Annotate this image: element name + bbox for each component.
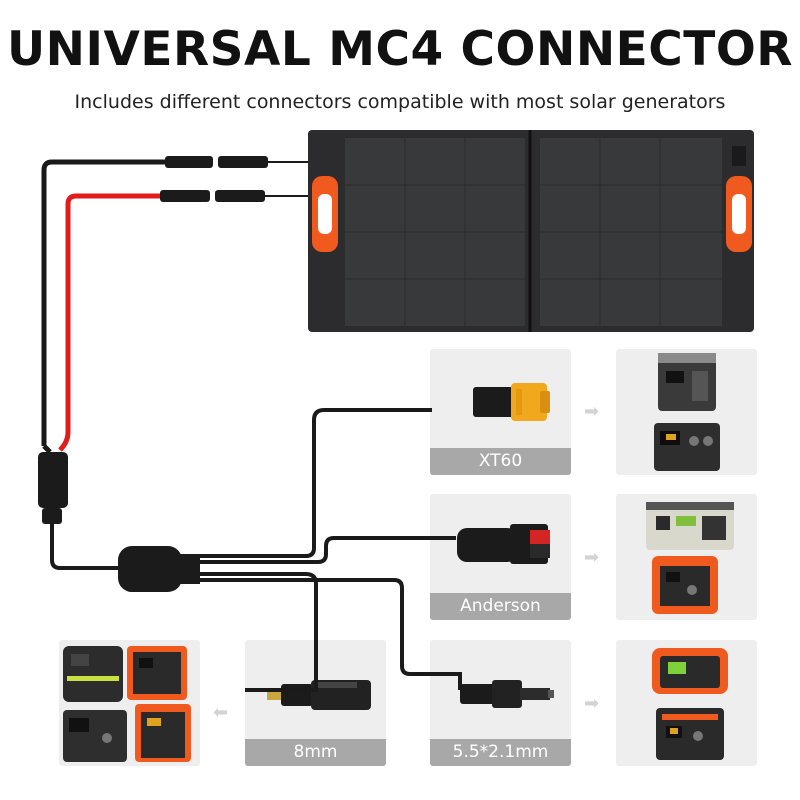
anderson-connector-icon [457, 524, 550, 564]
mc4-connector-pair-top [165, 156, 308, 168]
anderson-label: Anderson [430, 593, 571, 620]
dc-8mm-label: 8mm [245, 739, 386, 766]
solar-panel [308, 130, 754, 332]
generator-photo-card-5521 [616, 640, 757, 766]
generator-photo-card-8mm [59, 640, 200, 766]
cable-red-mc4 [58, 193, 160, 452]
page-subtitle: Includes different connectors compatible… [74, 91, 726, 113]
dc-5521-card: 5.5*2.1mm [430, 640, 571, 766]
cable-main [50, 524, 120, 570]
dc-5521-label: 5.5*2.1mm [430, 739, 571, 766]
power-station-illustration [654, 353, 720, 471]
power-station-illustration [652, 648, 728, 760]
power-station-illustration [646, 502, 734, 614]
xt60-card: XT60 [430, 349, 571, 475]
xt60-connector-icon [473, 383, 550, 421]
arrow-right-icon: ➡ [584, 693, 600, 713]
cable-to-5521 [200, 578, 462, 690]
generator-photo-card-xt60 [616, 349, 757, 475]
arrow-right-icon: ➡ [584, 401, 600, 421]
cable-to-8mm [200, 572, 318, 692]
page-title: UNIVERSAL MC4 CONNECTOR [7, 22, 793, 77]
junction-block [38, 452, 68, 524]
cable-to-xt60 [200, 408, 432, 558]
panel-handle-right [726, 176, 752, 252]
panel-handle-left [312, 176, 338, 252]
cable-to-anderson [200, 536, 456, 564]
dc-5521-connector-icon [460, 680, 554, 708]
mc4-connector-pair-bottom [160, 190, 308, 202]
generator-photo-card-anderson [616, 494, 757, 620]
anderson-card: Anderson [430, 494, 571, 620]
arrow-left-icon: ⬅ [213, 702, 229, 722]
dc-8mm-connector-icon [267, 680, 371, 710]
xt60-label: XT60 [430, 448, 571, 475]
cable-black-mc4 [41, 159, 165, 446]
splitter-hub [118, 546, 200, 592]
arrow-right-icon: ➡ [584, 547, 600, 567]
power-station-illustration [63, 646, 191, 762]
